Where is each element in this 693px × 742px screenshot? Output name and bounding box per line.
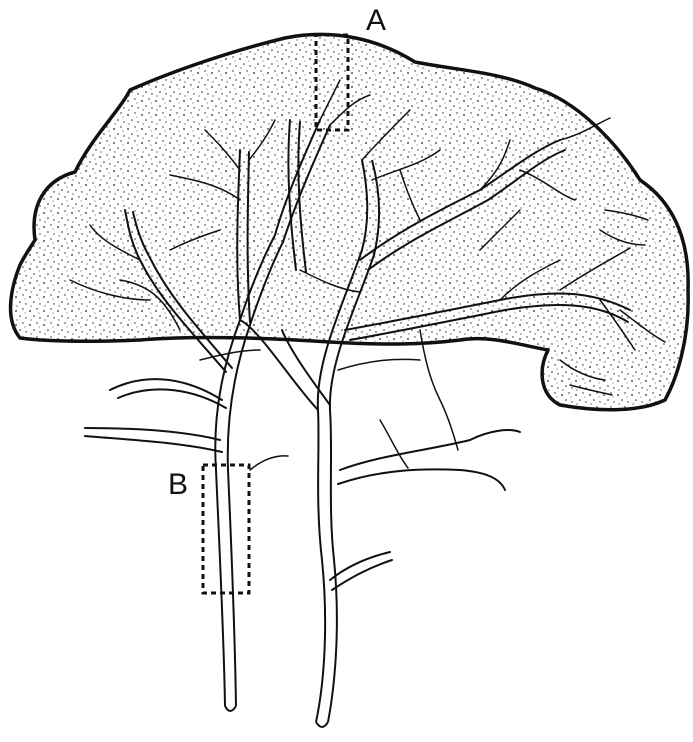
label-b: B [168, 470, 188, 500]
label-a: A [366, 6, 386, 36]
canopy-shape [11, 34, 689, 409]
dashed-box-b [203, 465, 249, 593]
